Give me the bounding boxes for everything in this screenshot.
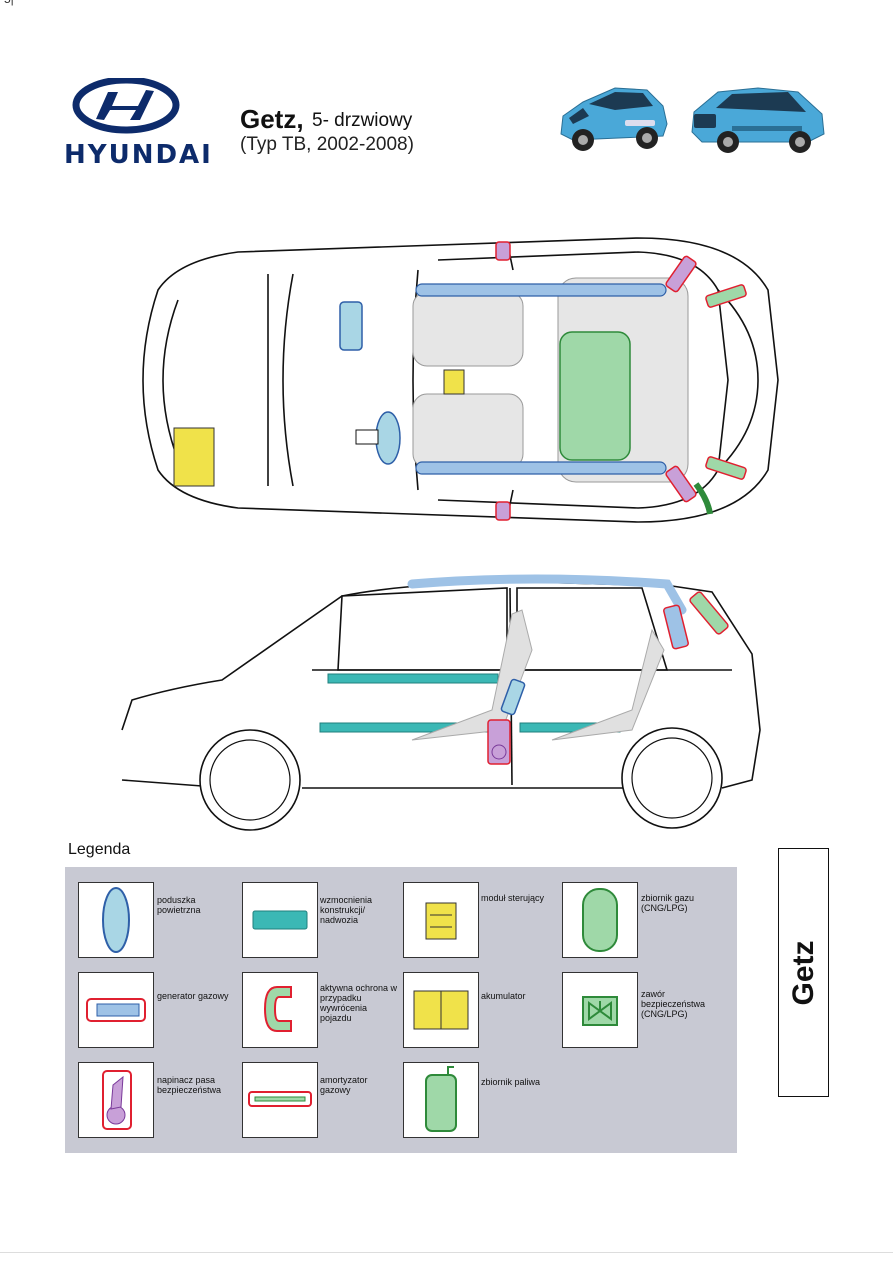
legend-gas-tank-tile [562,882,638,958]
legend-gas-tank-label: zbiornik gazu (CNG/LPG) [641,893,695,913]
legend-panel: poduszka powietrzna wzmocnienia konstruk… [65,867,737,1153]
car-side-view [121,574,761,831]
legend-control-label: moduł sterujący [481,893,545,903]
model-title: Getz, [240,104,304,134]
page-number: 5| [4,0,14,6]
legend-reinforcement-label: wzmocnienia konstrukcji/ nadwozia [320,895,373,925]
legend-valve-tile [562,972,638,1048]
fuel-tank-icon [425,1066,457,1132]
reinforcement-icon [252,910,308,930]
seatbelt-pretensioner-icon [102,1070,132,1130]
control-module-icon [425,902,457,940]
legend-generator-label: generator gazowy [157,991,229,1001]
safety-valve-icon [582,996,618,1026]
legend-damper-tile [242,1062,318,1138]
model-type: (Typ TB, 2002-2008) [240,134,414,155]
legend-generator-tile [78,972,154,1048]
model-side-tab: Getz [778,848,829,1097]
gas-tank-icon [582,888,618,952]
gas-damper-icon [248,1091,312,1107]
car-photo-front [560,87,668,151]
legend-fuel-tank-tile [403,1062,479,1138]
legend-pretensioner-tile [78,1062,154,1138]
legend-airbag-label: poduszka powietrzna [157,895,201,915]
legend-reinforcement-tile [242,882,318,958]
legend-battery-tile [403,972,479,1048]
bottom-divider [0,1252,893,1253]
legend-control-tile [403,882,479,958]
legend-valve-label: zawór bezpieczeństwa (CNG/LPG) [641,989,706,1019]
airbag-icon [102,887,130,953]
legend-pretensioner-label: napinacz pasa bezpieczeństwa [157,1075,222,1095]
hyundai-logo [72,78,180,134]
legend-airbag-tile [78,882,154,958]
car-photo-rear [691,87,825,153]
car-top-view [142,237,779,523]
legend-damper-label: amortyzator gazowy [320,1075,368,1095]
side-tab-label: Getz [786,939,820,1006]
legend-fuel-tank-label: zbiornik paliwa [481,1077,541,1087]
rollover-protection-icon [263,986,292,1032]
legend-rollover-tile [242,972,318,1048]
brand-wordmark: HYUNDAI [64,140,213,170]
legend-rollover-label: aktywna ochrona w przypadku wywrócenia p… [320,983,398,1023]
gas-generator-icon [86,998,146,1022]
legend-title: Legenda [68,841,131,858]
legend-battery-label: akumulator [481,991,526,1001]
model-doors: 5- drzwiowy [312,110,413,131]
battery-icon [413,990,469,1030]
